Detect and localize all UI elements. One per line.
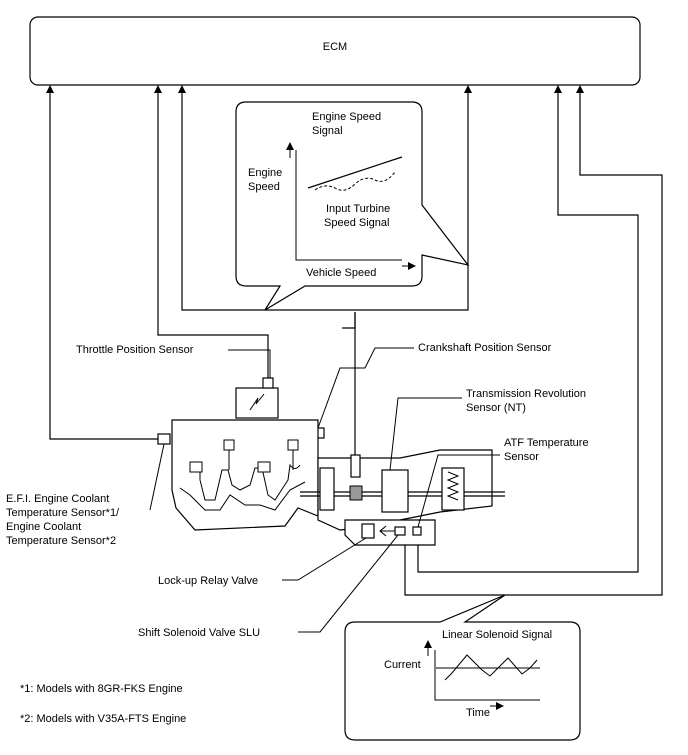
turbine-label-1: Input Turbine	[326, 203, 390, 215]
throttle-label: Throttle Position Sensor	[76, 344, 194, 356]
nt-label-1: Transmission Revolution	[466, 388, 586, 400]
efi-label-1: E.F.I. Engine Coolant	[6, 493, 109, 505]
engine-speed-line	[307, 156, 403, 189]
engine-block	[171, 419, 319, 531]
turbine-label-2: Speed Signal	[324, 217, 389, 229]
slu-label: Shift Solenoid Valve SLU	[138, 627, 260, 639]
crank-label: Crankshaft Position Sensor	[418, 342, 552, 354]
atf-label-1: ATF Temperature	[504, 437, 589, 449]
atf-sensor	[412, 526, 422, 536]
lockup-label: Lock-up Relay Valve	[158, 575, 258, 587]
linear-axes	[434, 650, 540, 701]
turbine-gear	[349, 485, 363, 501]
slu-leader	[298, 534, 399, 633]
throttle-leader	[228, 349, 271, 378]
nt-leader	[389, 397, 462, 471]
engine-speed-title-1: Engine Speed	[312, 111, 381, 123]
gear-teeth	[446, 471, 460, 501]
nt-sensor	[350, 454, 361, 478]
engine-speed-ylabel-1: Engine	[248, 167, 282, 179]
atf-label-2: Sensor	[504, 451, 539, 463]
slu-solenoid	[394, 526, 406, 536]
lockup-leader	[282, 537, 367, 581]
engine-speed-callout	[235, 101, 470, 311]
engine-speed-ylabel-2: Speed	[248, 181, 280, 193]
ecm-box	[29, 16, 641, 86]
ecm-label: ECM	[323, 41, 347, 53]
footnote-1: *1: Models with 8GR-FKS Engine	[20, 683, 183, 695]
turbine-speed-curve	[314, 171, 396, 191]
time-label: Time	[466, 707, 490, 719]
efi-label-3: Engine Coolant	[6, 521, 81, 533]
engine-speed-axes	[295, 150, 402, 261]
current-waveform	[444, 654, 538, 681]
atf-leader	[417, 454, 500, 528]
vehicle-speed-label: Vehicle Speed	[306, 267, 376, 279]
nt-label-2: Sensor (NT)	[466, 402, 526, 414]
signal-lines	[46, 85, 663, 596]
efi-label-4: Temperature Sensor*2	[6, 535, 116, 547]
coolant-sensor	[157, 433, 171, 445]
throttle-sensor	[262, 377, 274, 389]
engine-speed-title-2: Signal	[312, 125, 343, 137]
linear-title: Linear Solenoid Signal	[442, 629, 552, 641]
engine-pistons	[179, 439, 306, 511]
throttle-valve-icon	[249, 393, 265, 411]
efi-label-2: Temperature Sensor*1/	[6, 507, 120, 519]
lockup-valve	[361, 523, 375, 539]
torque-converter	[319, 467, 335, 511]
crank-leader	[317, 347, 414, 429]
planetary-gear	[441, 467, 465, 511]
efi-leader	[149, 443, 165, 511]
lockup-arrow-icon	[379, 525, 395, 537]
current-label: Current	[384, 659, 421, 671]
clutch-pack	[381, 469, 409, 513]
footnote-2: *2: Models with V35A-FTS Engine	[20, 713, 186, 725]
